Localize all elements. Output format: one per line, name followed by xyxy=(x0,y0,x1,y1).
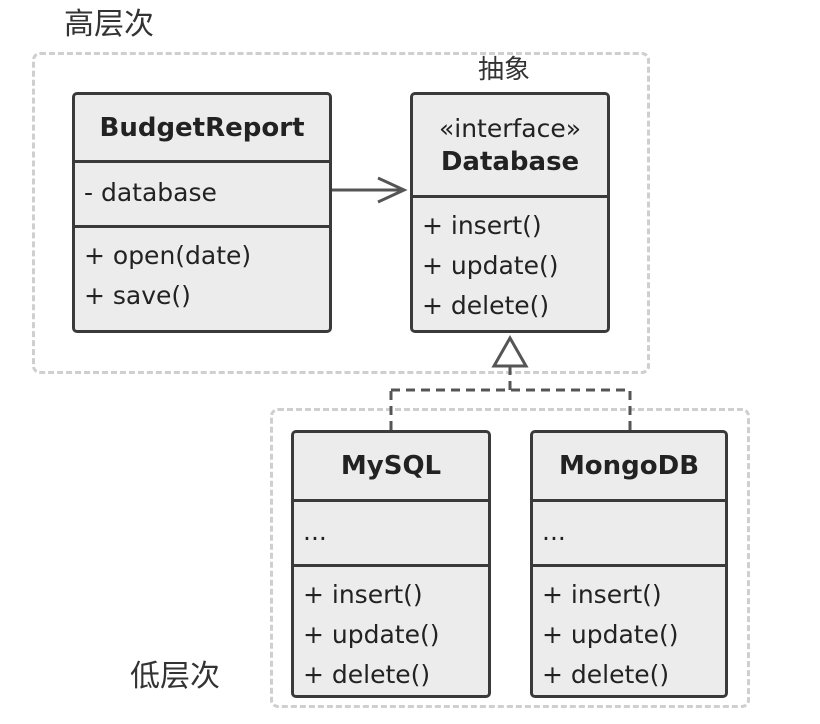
methods-section: + insert() + update() + delete() xyxy=(533,564,725,695)
method-delete: + delete() xyxy=(303,660,431,689)
method-insert: + insert() xyxy=(542,580,662,609)
class-name: MySQL xyxy=(340,451,442,481)
association-arrowhead xyxy=(377,176,408,204)
low-level-label: 低层次 xyxy=(130,659,220,694)
class-name-section: MongoDB xyxy=(533,433,725,499)
abstraction-label: 抽象 xyxy=(478,55,531,85)
method-insert: + insert() xyxy=(303,580,423,609)
method-update: + update() xyxy=(542,620,679,649)
method-open: + open(date) xyxy=(84,241,252,270)
methods-section: + open(date) + save() xyxy=(75,225,329,330)
field-ellipsis: ... xyxy=(303,517,327,546)
budget-report-class: BudgetReport - database + open(date) + s… xyxy=(72,92,332,333)
database-interface-class: «interface» Database + insert() + update… xyxy=(410,92,610,333)
low-level-region xyxy=(270,408,750,708)
method-delete: + delete() xyxy=(422,291,550,320)
class-name-section: «interface» Database xyxy=(413,95,607,195)
fields-section: ... xyxy=(533,499,725,564)
fields-section: - database xyxy=(75,160,329,225)
method-insert: + insert() xyxy=(422,211,542,240)
interface-stereotype: «interface» xyxy=(438,113,582,143)
method-save: + save() xyxy=(84,281,191,310)
class-name: BudgetReport xyxy=(99,112,305,143)
high-level-label: 高层次 xyxy=(64,7,154,42)
methods-section: + insert() + update() + delete() xyxy=(294,564,488,695)
fields-section: ... xyxy=(294,499,488,564)
high-level-region xyxy=(32,52,650,374)
mongodb-class: MongoDB ... + insert() + update() + dele… xyxy=(530,430,728,698)
class-name: Database xyxy=(440,146,580,177)
class-name-section: MySQL xyxy=(294,433,488,499)
class-name: MongoDB xyxy=(558,451,700,481)
method-update: + update() xyxy=(422,251,559,280)
mysql-class: MySQL ... + insert() + update() + delete… xyxy=(291,430,491,698)
method-delete: + delete() xyxy=(542,660,670,689)
class-name-section: BudgetReport xyxy=(75,95,329,160)
field-database: - database xyxy=(84,178,217,207)
realization-arrowhead xyxy=(491,334,529,368)
methods-section: + insert() + update() + delete() xyxy=(413,195,607,330)
method-update: + update() xyxy=(303,620,440,649)
field-ellipsis: ... xyxy=(542,517,566,546)
